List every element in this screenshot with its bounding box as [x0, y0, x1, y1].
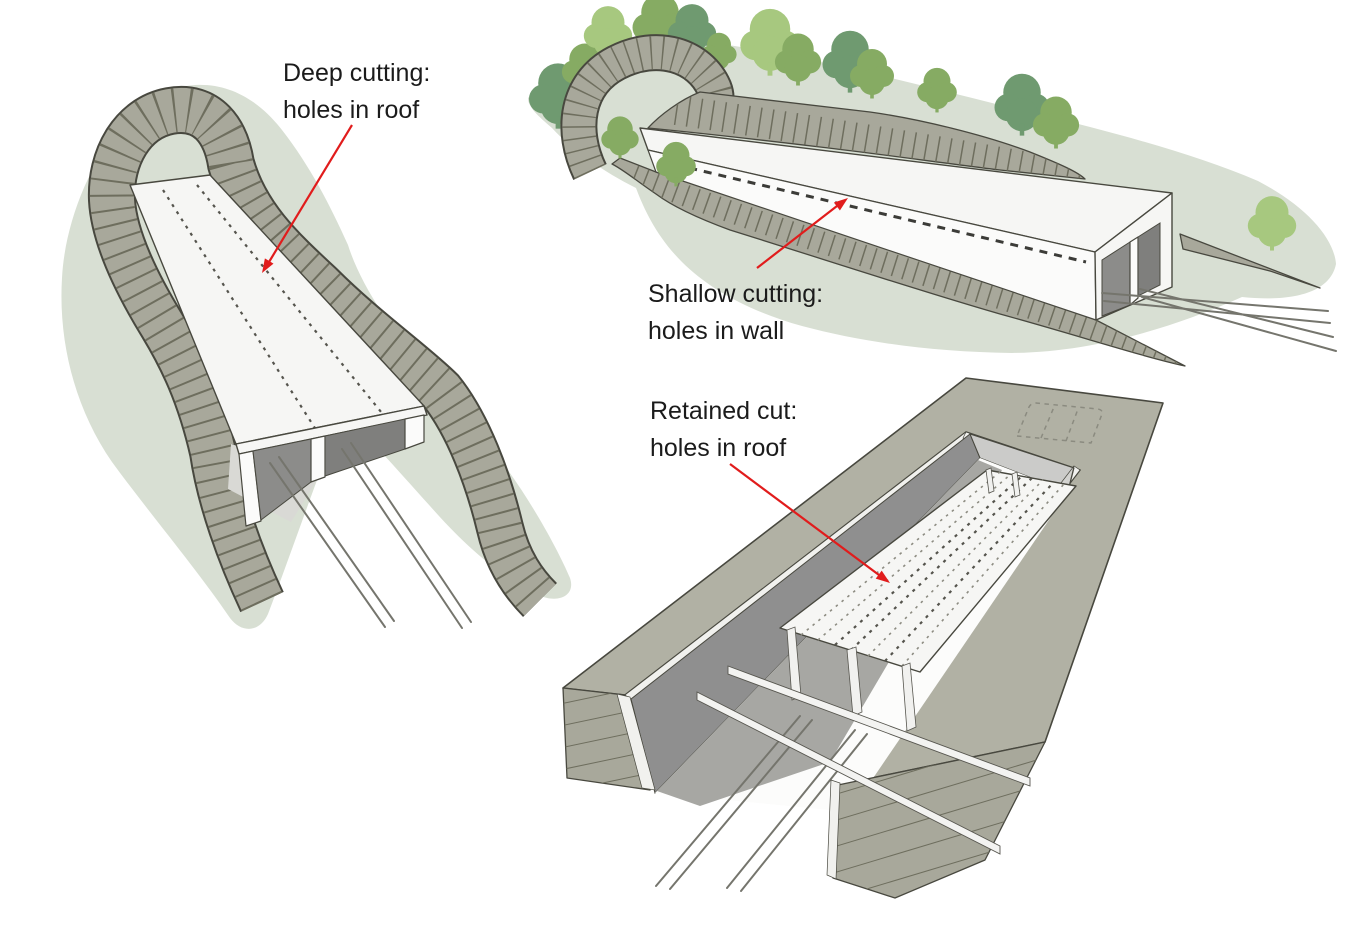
label-line-2: holes in roof	[650, 434, 787, 462]
retained-hidden-extent-outline	[1016, 402, 1103, 444]
deep-roof-holes-row-2	[196, 184, 391, 424]
label-line-1: Deep cutting:	[283, 59, 431, 87]
deep-rail-tracks	[269, 442, 472, 629]
retained-cut-label: Retained cut: holes in roof	[650, 393, 797, 467]
deep-cutting-label: Deep cutting: holes in roof	[283, 55, 430, 129]
arrowhead-icon	[262, 258, 274, 273]
shallow-cutting-illustration	[528, 0, 1337, 367]
retained-roof-holes	[800, 471, 1065, 667]
shallow-cutting-label: Shallow cutting: holes in wall	[648, 276, 823, 350]
retained-left-cut-coping	[616, 693, 656, 791]
retained-annotation-arrow	[729, 463, 890, 583]
shallow-far-slope-wedge	[1179, 233, 1321, 289]
shallow-portal-opening-far	[1137, 222, 1161, 297]
deep-cutting-illustration	[61, 84, 572, 629]
deep-roof-holes-row-1	[162, 189, 321, 437]
retained-roof-slab	[779, 469, 1077, 673]
arrowhead-icon	[875, 570, 890, 583]
retained-cut-illustration	[562, 377, 1164, 899]
retained-cross-struts	[696, 665, 1031, 855]
shallow-annotation-arrow	[756, 198, 848, 269]
retained-roof-supports	[786, 467, 1021, 732]
shallow-rail-tracks	[1101, 288, 1337, 352]
retained-right-cut-coping	[826, 779, 841, 880]
shallow-portal-divider	[1129, 236, 1139, 306]
arrowhead-icon	[833, 198, 848, 211]
label-line-2: holes in roof	[283, 96, 420, 124]
label-line-2: holes in wall	[648, 317, 785, 345]
deep-annotation-arrow	[262, 124, 353, 273]
deep-portal-left-wall	[238, 450, 262, 527]
shallow-wall-holes-row	[659, 159, 1087, 264]
deep-portal-right-wall	[404, 414, 425, 450]
label-line-1: Retained cut:	[650, 397, 798, 425]
annotation-arrows	[262, 124, 890, 583]
retained-rail-tracks	[655, 715, 868, 892]
deep-portal-divider	[310, 435, 326, 483]
deep-roof-fascia	[235, 405, 428, 455]
label-line-1: Shallow cutting:	[648, 280, 824, 308]
